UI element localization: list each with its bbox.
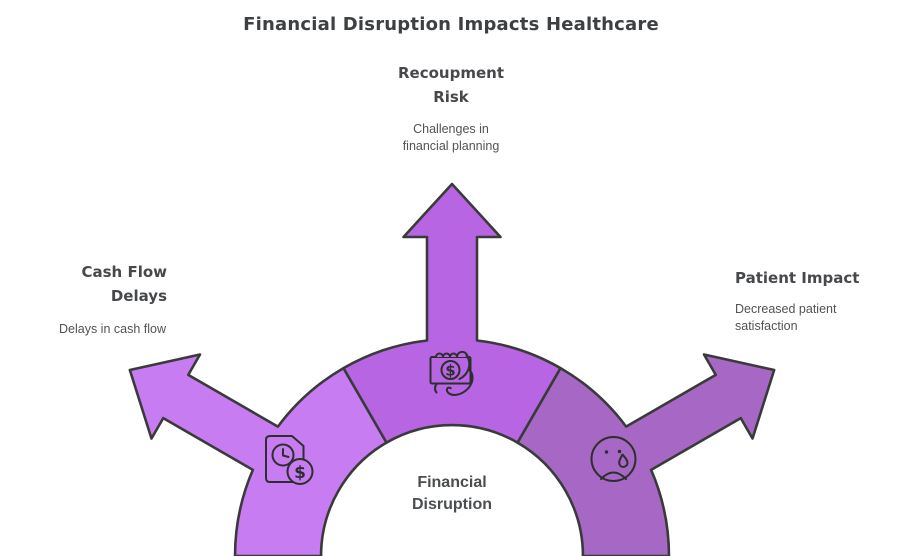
desc-line: satisfaction bbox=[735, 319, 798, 333]
money-in-hand-icon: $ bbox=[429, 350, 474, 396]
clock-hands bbox=[282, 448, 290, 458]
tear-drop bbox=[618, 453, 629, 468]
finger-curve bbox=[458, 354, 471, 380]
hub-label-line: Disruption bbox=[412, 496, 492, 513]
heading-line: Cash Flow bbox=[81, 263, 167, 281]
invoice-clock-dollar-icon: $ bbox=[265, 435, 314, 485]
branch-top-heading: Recoupment Risk bbox=[330, 61, 572, 109]
dollar-glyph: $ bbox=[294, 463, 306, 483]
right-eye bbox=[617, 449, 622, 454]
desc-line: Decreased patient bbox=[735, 302, 837, 316]
finger-knuckles bbox=[435, 350, 469, 358]
sad-face-tear-icon bbox=[590, 436, 637, 482]
palm-curve bbox=[445, 369, 474, 396]
banknote-dollar-circle bbox=[440, 360, 461, 380]
page-title: Financial Disruption Impacts Healthcare bbox=[243, 14, 659, 35]
dollar-coin-circle bbox=[286, 458, 314, 485]
heading-line: Risk bbox=[433, 88, 469, 106]
dollar-glyph: $ bbox=[445, 362, 455, 380]
sad-mouth bbox=[600, 471, 627, 480]
desc-line: financial planning bbox=[402, 139, 500, 153]
branch-left-heading: Cash Flow Delays bbox=[81, 260, 167, 308]
branch-top-description: Challenges in financial planning bbox=[330, 121, 572, 155]
wrist-curve bbox=[433, 382, 438, 394]
desc-line: Challenges in bbox=[413, 122, 489, 136]
hub-label-line: Financial bbox=[417, 474, 487, 491]
left-eye bbox=[604, 450, 609, 454]
face-circle bbox=[590, 436, 637, 482]
branch-right-description: Decreased patient satisfaction bbox=[735, 301, 836, 335]
branch-right-heading: Patient Impact bbox=[735, 269, 860, 287]
branch-left-description: Delays in cash flow bbox=[59, 322, 166, 336]
hub-label: Financial Disruption bbox=[352, 472, 552, 516]
heading-line: Recoupment bbox=[398, 64, 504, 82]
heading-line: Delays bbox=[110, 287, 167, 305]
arrow-top bbox=[342, 182, 562, 444]
